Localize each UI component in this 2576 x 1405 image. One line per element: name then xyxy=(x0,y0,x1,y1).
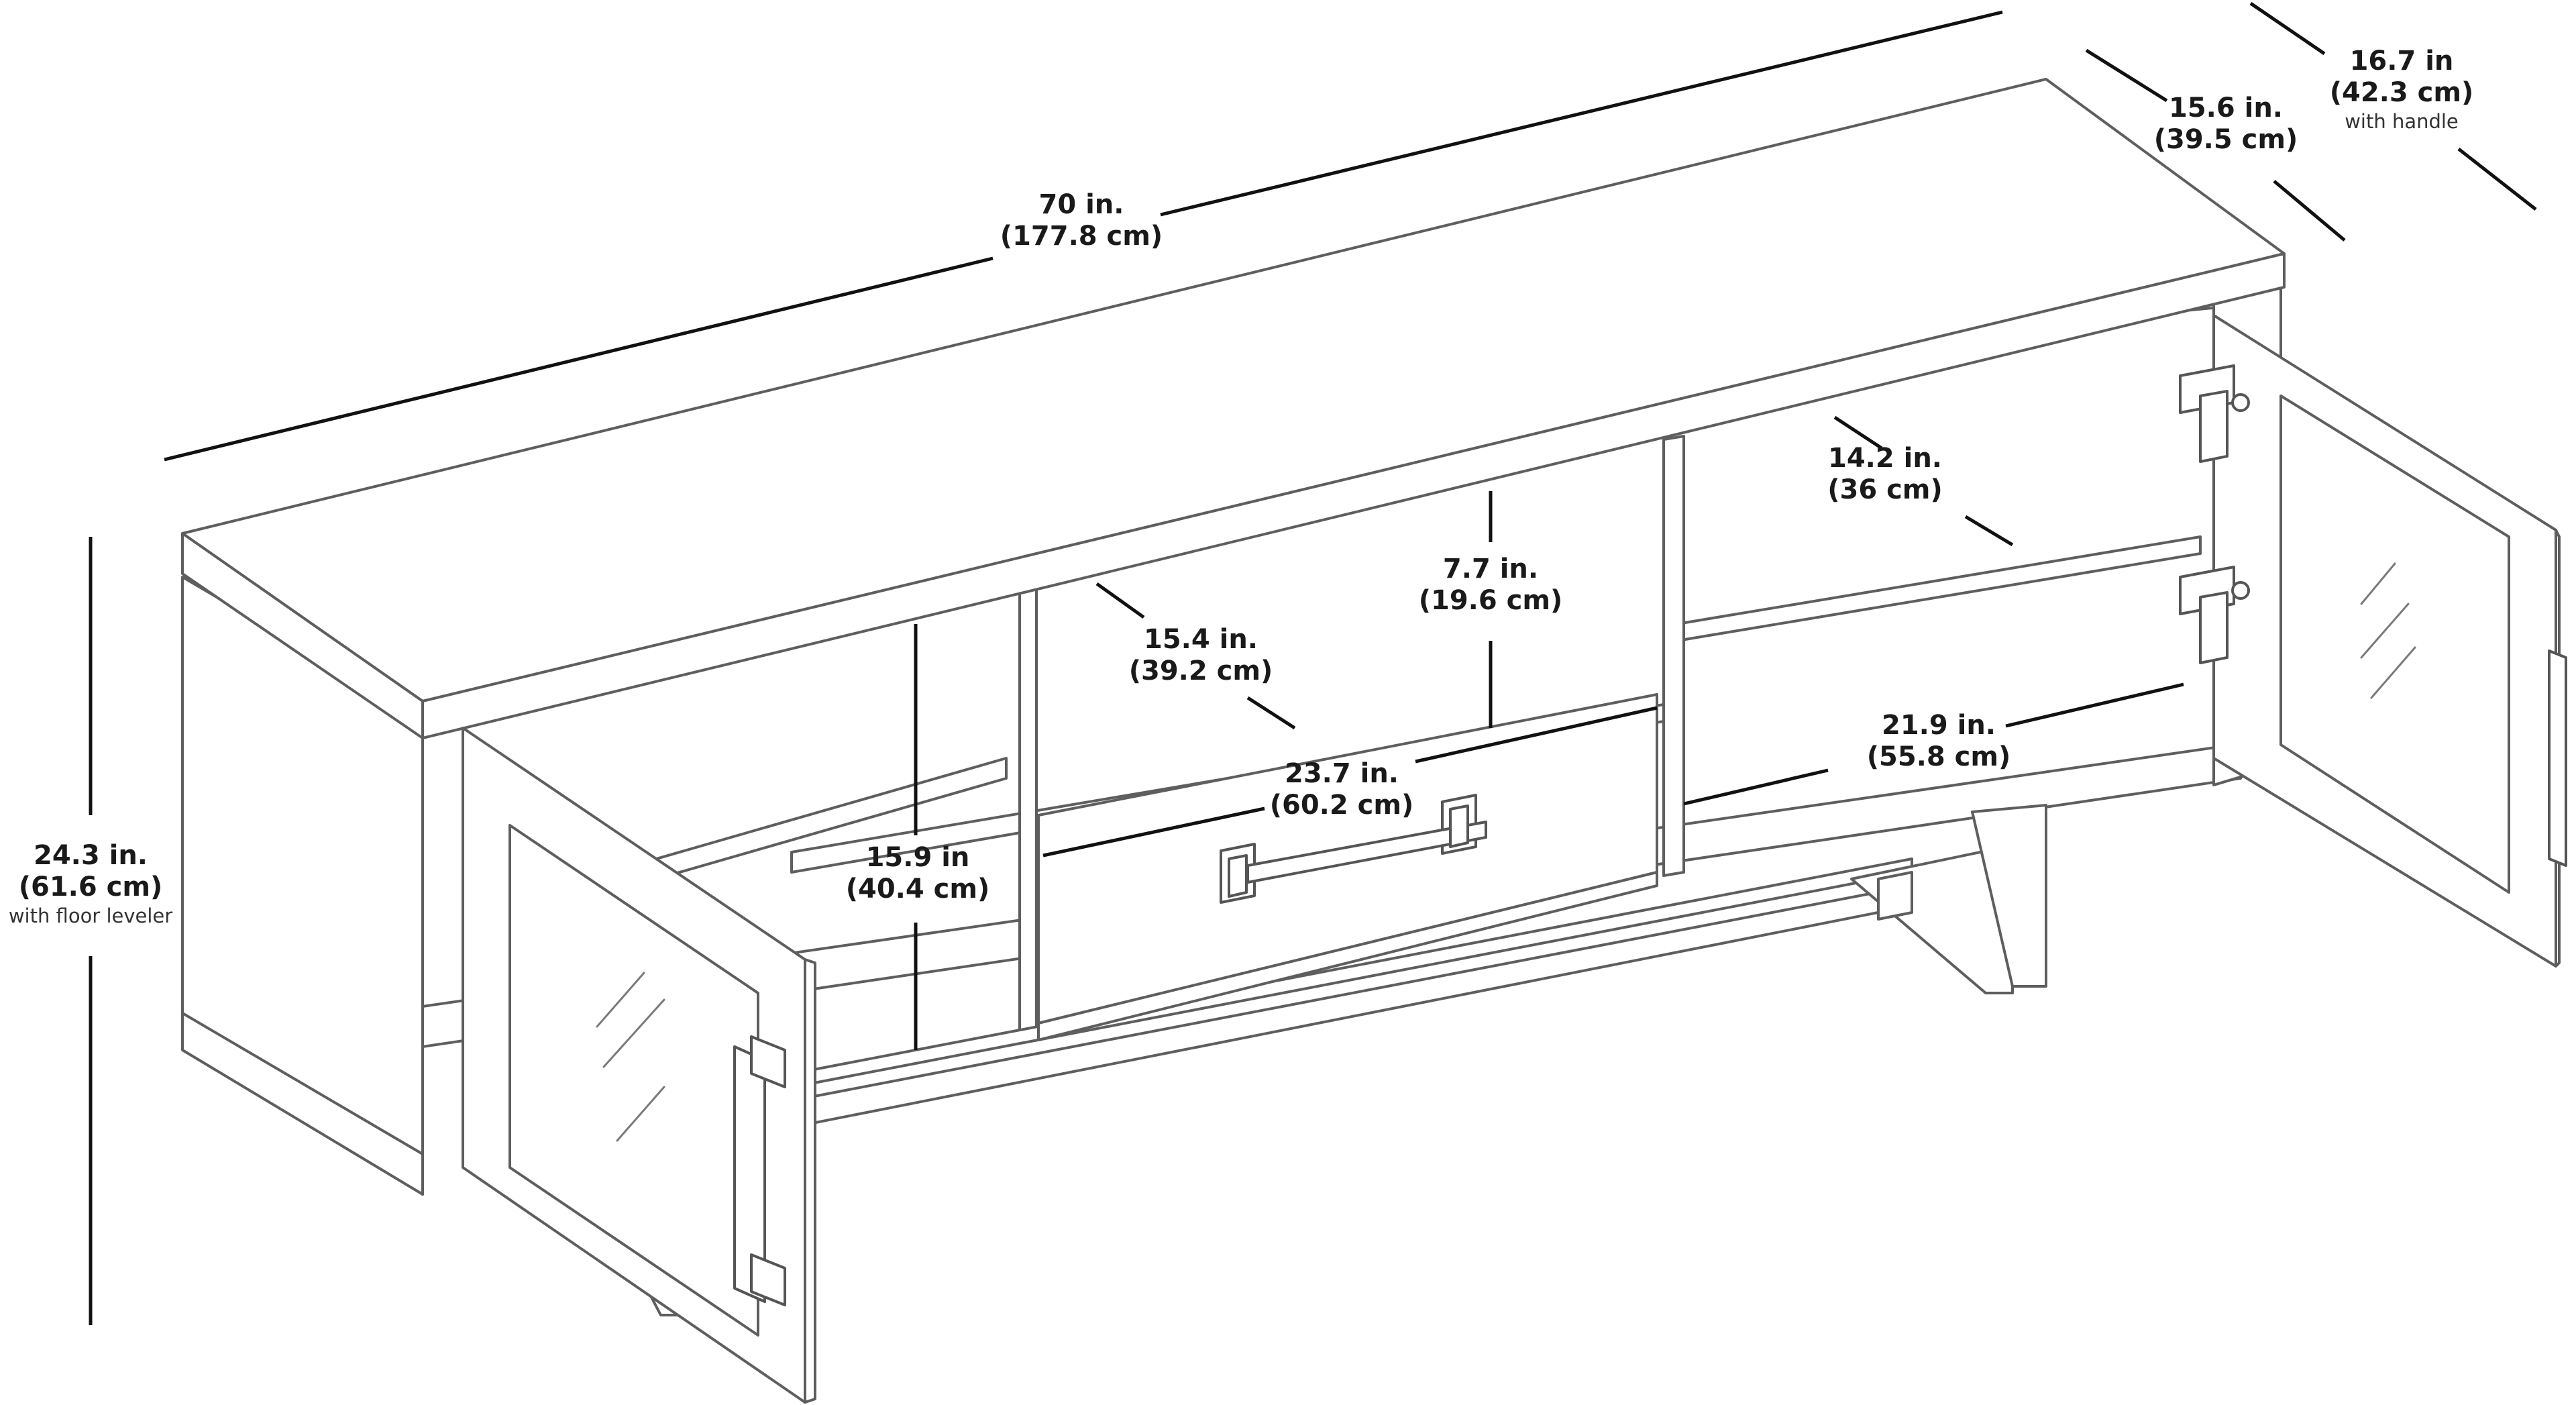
depth-label: 15.6 in. (39.5 cm) xyxy=(2154,93,2298,156)
frame-bracket xyxy=(1877,871,1913,921)
depth-inches: 15.6 in. xyxy=(2168,93,2283,123)
width-label: 70 in. (177.8 cm) xyxy=(1000,189,1163,252)
left-height-cm: (40.4 cm) xyxy=(845,874,990,905)
right-door-glass xyxy=(2279,395,2510,894)
left-plinth xyxy=(181,1012,424,1196)
top-front-edge xyxy=(421,252,2286,739)
height-inches: 24.3 in. xyxy=(34,840,148,871)
height-note: with floor leveler xyxy=(8,904,173,928)
right-width-cm: (55.8 cm) xyxy=(1866,741,2011,773)
glass-reflection xyxy=(2370,646,2416,699)
glass-reflection xyxy=(2360,603,2410,659)
center-compartment-depth-label: 15.4 in. (39.2 cm) xyxy=(1129,624,1273,687)
glass-reflection xyxy=(616,1086,665,1142)
right-leg-back xyxy=(1971,804,2047,988)
right-door-hinges xyxy=(2179,364,2250,664)
right-door xyxy=(2212,314,2567,968)
glass-reflection xyxy=(596,972,645,1028)
left-height-inches: 15.9 in xyxy=(865,842,970,873)
depth-handle-cm: (42.3 cm) xyxy=(2329,77,2474,109)
center-depth-cm: (39.2 cm) xyxy=(1128,656,1273,687)
glass-reflection xyxy=(2360,562,2396,605)
right-compartment-depth-label: 14.2 in. (36 cm) xyxy=(1827,443,1943,506)
left-door-glass xyxy=(508,824,759,1337)
right-door-handle xyxy=(2548,649,2567,867)
drawer-width-label: 23.7 in. (60.2 cm) xyxy=(1270,758,1414,821)
width-inches: 70 in. xyxy=(1038,189,1124,220)
shelf-height-inches: 7.7 in. xyxy=(1442,554,1539,584)
height-cm: (61.6 cm) xyxy=(18,872,163,903)
width-cm: (177.8 cm) xyxy=(1000,221,1163,252)
top-slab xyxy=(181,78,2286,739)
right-width-inches: 21.9 in. xyxy=(1881,710,1996,741)
right-door-panel xyxy=(2212,314,2557,968)
shelf-height-label: 7.7 in. (19.6 cm) xyxy=(1419,554,1563,617)
divider-right xyxy=(1662,435,1685,877)
depth-handle-note: with handle xyxy=(2345,110,2459,134)
depth-with-handle-label: 16.7 in (42.3 cm) with handle xyxy=(2330,46,2474,134)
left-door xyxy=(462,727,816,1404)
drawer-width-inches: 23.7 in. xyxy=(1284,758,1399,789)
right-depth-cm: (36 cm) xyxy=(1827,474,1943,506)
height-label: 24.3 in. (61.6 cm) with floor leveler xyxy=(9,840,172,928)
left-door-handle xyxy=(733,1035,786,1306)
drawer-handle xyxy=(1220,794,1487,904)
depth-handle-inches: 16.7 in xyxy=(2349,46,2454,76)
dimension-lines xyxy=(89,1,2537,1325)
drawer-bottom-edge xyxy=(1037,871,1658,1041)
shelf-height-cm: (19.6 cm) xyxy=(1418,585,1563,617)
drawer-width-cm: (60.2 cm) xyxy=(1269,790,1414,821)
right-depth-inches: 14.2 in. xyxy=(1827,443,1942,474)
center-depth-inches: 15.4 in. xyxy=(1143,624,1258,655)
left-compartment-height-label: 15.9 in (40.4 cm) xyxy=(846,842,990,905)
right-compartment-width-label: 21.9 in. (55.8 cm) xyxy=(1867,710,2011,773)
glass-reflection xyxy=(602,998,665,1068)
divider-left xyxy=(1018,587,1038,1038)
left-door-edge xyxy=(804,958,816,1404)
depth-cm: (39.5 cm) xyxy=(2153,124,2298,156)
